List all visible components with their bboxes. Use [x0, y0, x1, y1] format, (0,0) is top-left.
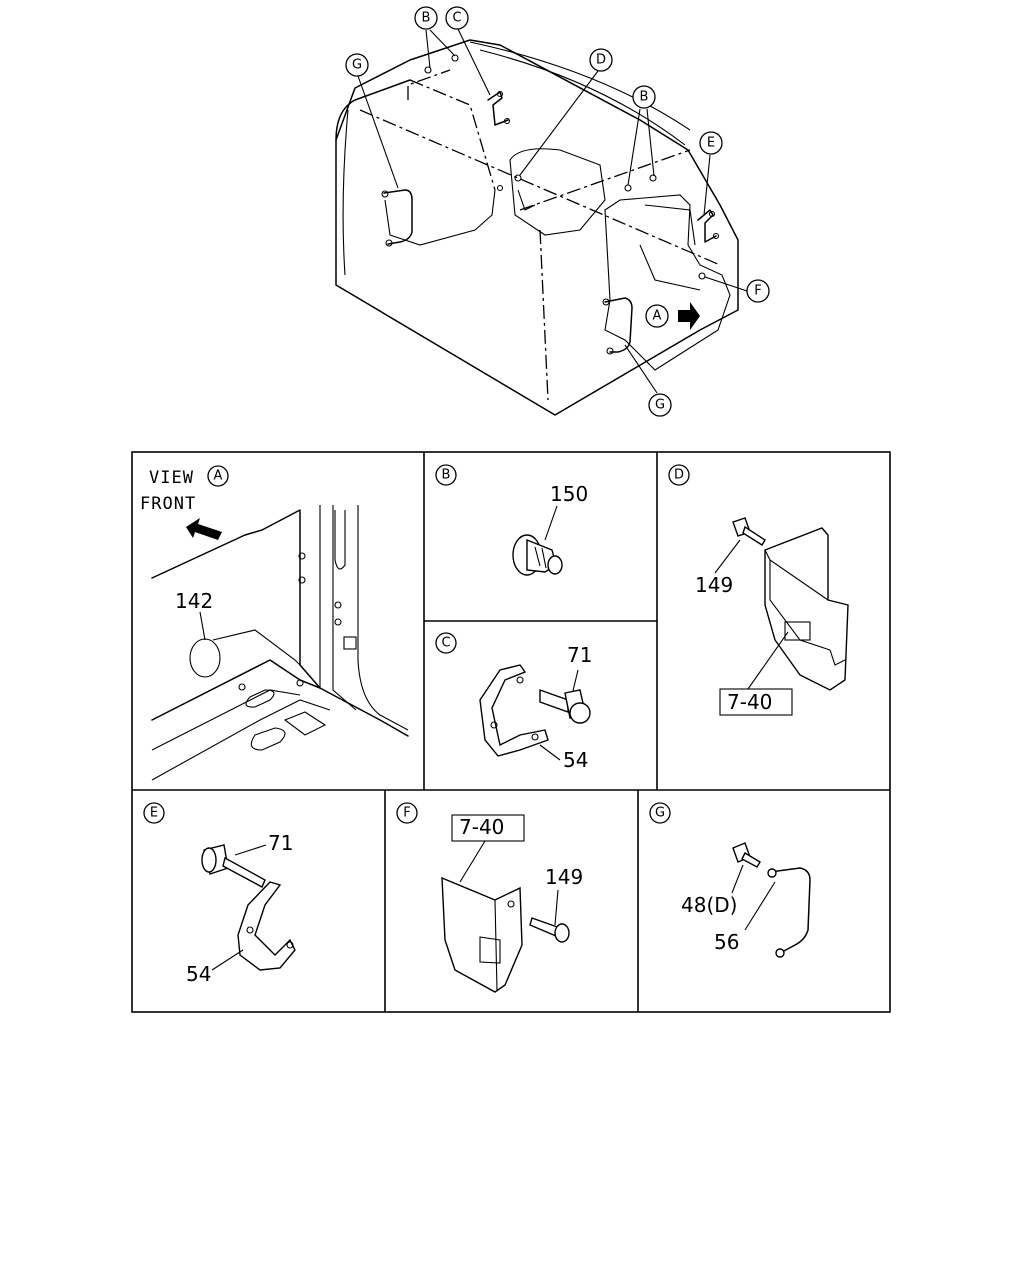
- corner-panel-740-f: [441, 876, 523, 993]
- panel-b: B 150: [435, 464, 588, 576]
- view-letter-callout: A: [207, 465, 229, 487]
- callout-a: A: [645, 304, 669, 328]
- corner-panel-740-d: [764, 527, 849, 691]
- part-48-d: 48(D): [681, 893, 737, 917]
- panel-d-letter: D: [668, 464, 690, 486]
- callout-f: F: [746, 279, 770, 303]
- panel-c-letter: C: [435, 632, 457, 654]
- part-ref-740-f: 7-40: [459, 815, 504, 839]
- callout-g-bottom: G: [648, 393, 672, 417]
- svg-text:G: G: [352, 58, 362, 73]
- bolt-71-c: [539, 689, 591, 724]
- part-142: 142: [175, 589, 213, 613]
- bolt-71-e: [201, 844, 266, 888]
- handle-54-c: [479, 664, 549, 757]
- panel-g-letter: G: [649, 802, 671, 824]
- panel-view-a: VIEW A FRONT 142: [140, 465, 409, 781]
- cab-overview: [335, 28, 748, 416]
- panel-g: G 48(D) 56: [649, 802, 811, 958]
- svg-text:A: A: [214, 469, 223, 484]
- callout-b-right: B: [632, 85, 656, 109]
- callout-d: D: [589, 48, 613, 72]
- part-149-f: 149: [545, 865, 583, 889]
- svg-text:F: F: [403, 806, 410, 821]
- callout-c: C: [445, 6, 469, 30]
- panel-d: D 149 7-40: [668, 464, 849, 716]
- svg-text:B: B: [422, 11, 431, 26]
- handle-54-e: [237, 881, 296, 971]
- detail-grid: [131, 451, 891, 1013]
- callout-b-left: B: [414, 6, 438, 30]
- part-71-e: 71: [268, 831, 293, 855]
- panel-f: F 7-40 149: [396, 802, 583, 993]
- part-ref-740-d: 7-40: [727, 690, 772, 714]
- part-54-c: 54: [563, 748, 588, 772]
- front-label: FRONT: [140, 494, 196, 514]
- bolt-48-g: [732, 842, 761, 868]
- view-label: VIEW: [149, 468, 194, 488]
- callout-g-left: G: [345, 53, 369, 77]
- part-56: 56: [714, 930, 739, 954]
- part-71-c: 71: [567, 643, 592, 667]
- svg-text:B: B: [640, 90, 649, 105]
- plug-142: [189, 638, 221, 678]
- svg-text:F: F: [754, 284, 761, 299]
- svg-text:E: E: [150, 806, 158, 821]
- screw-149-d: [732, 517, 766, 546]
- svg-text:G: G: [655, 398, 665, 413]
- part-149-d: 149: [695, 573, 733, 597]
- handle-56-g: [767, 867, 811, 958]
- svg-text:C: C: [452, 11, 461, 26]
- panel-f-letter: F: [396, 802, 418, 824]
- panel-e-letter: E: [143, 802, 165, 824]
- svg-text:C: C: [441, 636, 450, 651]
- panel-c: C 71 54: [435, 632, 592, 772]
- callout-e: E: [699, 131, 723, 155]
- part-150: 150: [550, 482, 588, 506]
- screw-149-f: [529, 917, 570, 943]
- svg-text:D: D: [674, 468, 684, 483]
- clip-150: [512, 534, 563, 576]
- svg-text:A: A: [653, 309, 662, 324]
- svg-text:G: G: [655, 806, 665, 821]
- svg-text:E: E: [707, 136, 715, 151]
- front-arrow-icon: [186, 518, 222, 540]
- part-54-e: 54: [186, 962, 211, 986]
- svg-text:D: D: [596, 53, 606, 68]
- svg-text:B: B: [442, 468, 451, 483]
- panel-b-letter: B: [435, 464, 457, 486]
- panel-e: E 71 54: [143, 802, 296, 986]
